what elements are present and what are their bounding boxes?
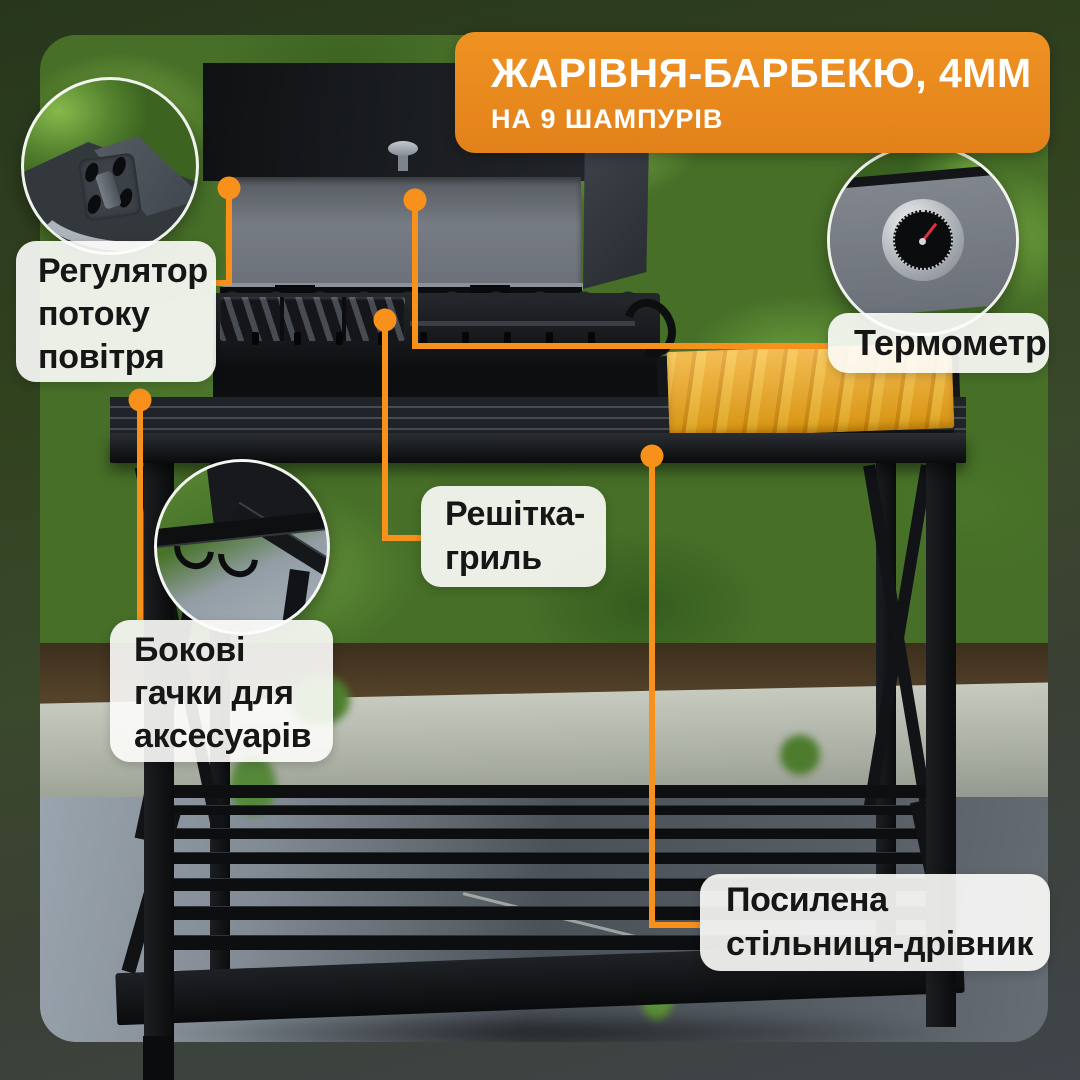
callout-reinforced-shelf: Посилена стільниця-дрівник: [700, 874, 1050, 971]
lid-knob: [398, 153, 408, 171]
skewer-slot: [504, 332, 511, 345]
banner-title: ЖАРІВНЯ-БАРБЕКЮ, 4ММ: [491, 50, 1032, 96]
grate-divider: [342, 297, 346, 341]
skewer-rest-bar: [410, 321, 635, 326]
title-banner: ЖАРІВНЯ-БАРБЕКЮ, 4ММ НА 9 ШАМПУРІВ: [455, 32, 1050, 153]
tabletop-apron: [110, 433, 966, 463]
skewer-slot: [378, 332, 385, 345]
callout-grill-grate: Решітка- гриль: [421, 486, 606, 587]
grate-divider: [280, 297, 284, 341]
skewer-slot: [588, 332, 595, 345]
skewer-slot: [462, 332, 469, 345]
callout-text: Регулятор: [38, 252, 208, 290]
callout-air-regulator: Регулятор потоку повітря: [16, 241, 216, 382]
lid-inner-panel: [225, 177, 581, 285]
front-left-leg-overflow: [143, 1036, 174, 1080]
banner-subtitle: НА 9 ШАМПУРІВ: [491, 104, 724, 134]
callout-text: потоку: [38, 295, 150, 333]
callout-text: Решітка-: [445, 495, 586, 533]
shelf-slat: [166, 805, 934, 815]
thermometer-inset-photo: [827, 144, 1019, 336]
side-hooks-inset-photo: [154, 459, 330, 635]
weed-plant: [780, 735, 820, 775]
shelf-slat: [162, 828, 938, 839]
skewer-slot: [294, 332, 301, 345]
shelf-slat: [159, 852, 941, 864]
callout-text: гачки для: [134, 674, 294, 712]
callout-thermometer: Термометр: [828, 313, 1049, 373]
callout-text: повітря: [38, 338, 165, 376]
shelf-back-rail: [170, 785, 930, 798]
skewer-slot: [252, 332, 259, 345]
callout-text: аксесуарів: [134, 717, 312, 755]
skewer-slot: [336, 332, 343, 345]
lid-knob: [388, 141, 418, 156]
callout-text: Бокові: [134, 631, 246, 669]
callout-side-hooks: Бокові гачки для аксесуарів: [110, 620, 333, 762]
callout-text: Посилена: [726, 881, 888, 919]
callout-text: стільниця-дрівник: [726, 925, 1034, 963]
skewer-slot: [420, 332, 427, 345]
skewer-slot: [546, 332, 553, 345]
callout-text: гриль: [445, 539, 542, 577]
air-regulator-inset-photo: [21, 77, 199, 255]
callout-text: Термометр: [854, 322, 1047, 363]
thermometer-pin: [919, 238, 926, 245]
